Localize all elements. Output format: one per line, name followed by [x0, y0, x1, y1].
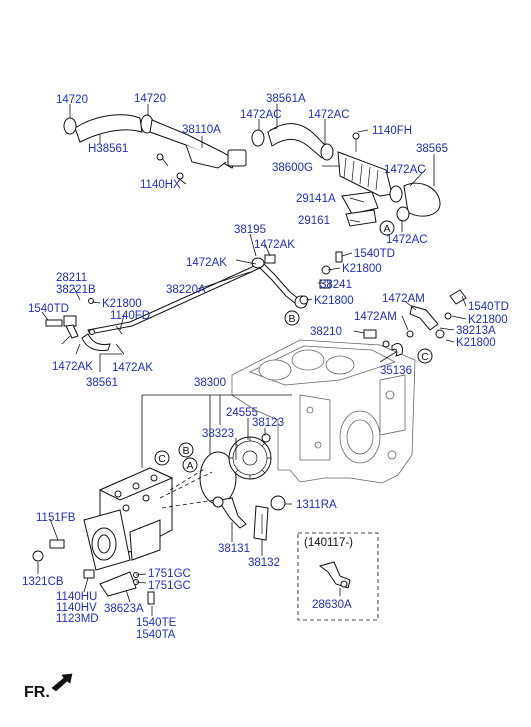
inset-date-label: (140117-)	[304, 537, 353, 549]
part-label: 1472AK	[52, 361, 93, 373]
part-label: 29161	[298, 215, 330, 227]
marker-b-compressor: B	[182, 445, 189, 457]
part-label: 38110A	[182, 124, 221, 136]
part-label: 1140FH	[372, 125, 412, 137]
marker-c-compressor: C	[158, 453, 166, 465]
intake-pipe-assembly	[63, 114, 247, 180]
part-label: 38195	[234, 224, 266, 236]
part-label: 1472AK	[254, 239, 295, 251]
part-label: 1472AC	[386, 234, 428, 246]
part-label: 1472AC	[384, 164, 426, 176]
part-label: 14720	[134, 93, 166, 105]
part-label: 1472AK	[112, 362, 153, 374]
marker-b-circle	[284, 310, 300, 326]
part-label: K21800	[102, 298, 142, 310]
marker-c2-circle	[154, 450, 170, 466]
part-label: 38600G	[272, 162, 313, 174]
part-label: K21800	[314, 295, 354, 307]
timing-gear	[199, 433, 286, 541]
part-label: 14720	[56, 94, 88, 106]
part-label: 35136	[380, 365, 412, 377]
part-label: 1751GC	[148, 568, 191, 580]
front-label: FR.	[24, 684, 50, 701]
front-arrow-icon	[51, 673, 73, 692]
part-label: 29141A	[296, 193, 336, 205]
part-label: 38131	[218, 543, 250, 555]
marker-a-circle	[379, 220, 395, 236]
marker-a-compressor: A	[186, 460, 193, 472]
part-label: 38323	[202, 428, 234, 440]
part-label: 1540TD	[28, 303, 69, 315]
part-label: 1140FD	[110, 310, 150, 322]
part-label: 38561A	[266, 93, 306, 105]
part-label: 1472AC	[308, 109, 350, 121]
part-label: 1472AM	[382, 293, 425, 305]
part-label: 1140HV	[56, 602, 97, 614]
part-label: K21800	[456, 337, 496, 349]
long-pipe-38220a	[45, 254, 308, 351]
reference-markers: A B C B A C	[154, 220, 433, 473]
marker-c-circle	[417, 348, 433, 364]
oil-line-right	[299, 251, 467, 357]
part-label: 1540TD	[354, 248, 395, 260]
part-label: 1472AM	[354, 311, 397, 323]
part-label: 24555	[226, 407, 258, 419]
part-label: 1540TA	[136, 629, 176, 641]
part-label: 38241	[320, 279, 352, 291]
part-label: 38300	[194, 377, 226, 389]
marker-b2-circle	[178, 442, 194, 458]
inset-box	[297, 532, 379, 621]
part-label: 38561	[86, 377, 118, 389]
part-label: 1472AC	[240, 109, 282, 121]
marker-b-right: B	[288, 313, 295, 325]
part-label: 38623A	[104, 603, 144, 615]
part-label: 38132	[248, 557, 280, 569]
part-label: 1321CB	[22, 576, 64, 588]
part-label: K21800	[468, 314, 508, 326]
part-label: 38123	[252, 417, 284, 429]
resonator-assembly	[251, 123, 441, 227]
part-label: 1123MD	[56, 613, 99, 625]
part-label: 38220A	[166, 284, 206, 296]
part-label: 1140HU	[56, 591, 97, 603]
part-label: 38565	[416, 143, 448, 155]
part-label: 38221B	[56, 284, 96, 296]
marker-c-right: C	[421, 351, 429, 363]
part-label: 1140HX	[140, 179, 181, 191]
part-label: 38210	[310, 326, 342, 338]
part-label: 1311RA	[296, 499, 337, 511]
marker-a2-circle	[182, 457, 198, 473]
air-compressor	[32, 467, 174, 605]
leader-lines	[37, 104, 467, 616]
part-label: 1751GC	[148, 580, 191, 592]
engine-block	[231, 339, 416, 484]
part-label: 1151FB	[36, 512, 76, 524]
part-label: 1540TE	[136, 617, 177, 629]
part-label: 38213A	[456, 325, 496, 337]
part-label: K21800	[342, 263, 382, 275]
front-direction-indicator: FR.	[24, 673, 73, 701]
part-label: 28630A	[312, 599, 352, 611]
part-labels: 14720 14720 38561A 1472AC 1472AC 38110A …	[22, 93, 509, 641]
part-label: 28211	[56, 272, 87, 284]
part-label: 1472AK	[186, 257, 227, 269]
part-label: H38561	[88, 143, 128, 155]
part-label: 1540TD	[468, 301, 509, 313]
marker-a-top: A	[383, 223, 390, 235]
